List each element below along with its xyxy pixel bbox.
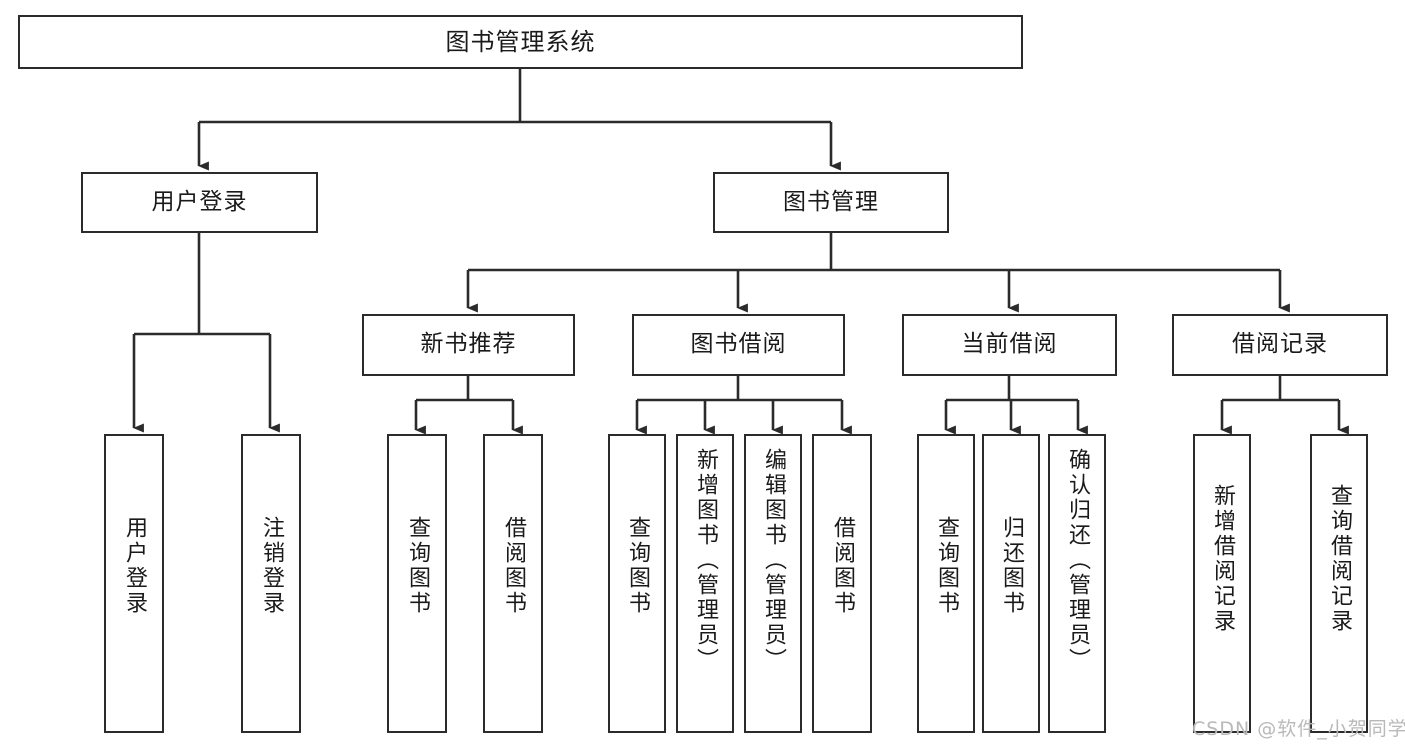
- node-label: 查询图书: [624, 516, 650, 616]
- leaf-book-borrow-lend[interactable]: 借阅图书: [812, 434, 872, 733]
- node-label: 查询图书: [404, 516, 430, 616]
- node-label: 编辑图书（管理员）: [760, 448, 786, 673]
- node-label: 用户登录: [121, 516, 147, 616]
- node-borrow-record[interactable]: 借阅记录: [1172, 314, 1388, 376]
- node-book-management[interactable]: 图书管理: [713, 172, 949, 233]
- node-book-borrow[interactable]: 图书借阅: [632, 314, 845, 376]
- leaf-new-book-query[interactable]: 查询图书: [387, 434, 447, 733]
- node-label: 借阅图书: [829, 516, 855, 616]
- node-label: 新增图书（管理员）: [692, 448, 718, 673]
- leaf-new-book-borrow[interactable]: 借阅图书: [483, 434, 543, 733]
- node-label: 新增借阅记录: [1209, 484, 1235, 634]
- leaf-book-borrow-query[interactable]: 查询图书: [608, 434, 666, 733]
- node-label: 图书借阅: [690, 331, 787, 358]
- node-label: 归还图书: [998, 516, 1024, 616]
- node-root-system[interactable]: 图书管理系统: [18, 15, 1023, 69]
- leaf-borrow-record-add[interactable]: 新增借阅记录: [1193, 434, 1251, 733]
- leaf-book-borrow-add[interactable]: 新增图书（管理员）: [676, 434, 734, 733]
- node-label: 当前借阅: [961, 331, 1058, 358]
- leaf-book-borrow-edit[interactable]: 编辑图书（管理员）: [744, 434, 802, 733]
- node-label: 图书管理系统: [445, 27, 596, 56]
- csdn-watermark: CSDN @软件_小贺同学: [1192, 718, 1405, 740]
- leaf-user-login-logout[interactable]: 注销登录: [241, 434, 301, 733]
- node-label: 新书推荐: [420, 331, 517, 358]
- leaf-user-login-login[interactable]: 用户登录: [104, 434, 164, 733]
- leaf-current-borrow-confirm-return[interactable]: 确认归还（管理员）: [1048, 434, 1106, 733]
- node-label: 注销登录: [258, 516, 284, 616]
- node-label: 确认归还（管理员）: [1064, 448, 1090, 673]
- leaf-borrow-record-query[interactable]: 查询借阅记录: [1310, 434, 1368, 733]
- leaf-current-borrow-query[interactable]: 查询图书: [917, 434, 975, 733]
- node-label: 用户登录: [151, 188, 248, 215]
- node-current-borrow[interactable]: 当前借阅: [902, 314, 1117, 376]
- node-user-login[interactable]: 用户登录: [81, 172, 318, 233]
- node-new-book-recommend[interactable]: 新书推荐: [362, 314, 575, 376]
- node-label: 图书管理: [783, 188, 879, 215]
- leaf-current-borrow-return[interactable]: 归还图书: [982, 434, 1040, 733]
- node-label: 借阅图书: [500, 516, 526, 616]
- node-label: 查询图书: [933, 516, 959, 616]
- node-label: 借阅记录: [1232, 331, 1328, 358]
- node-label: 查询借阅记录: [1326, 484, 1352, 634]
